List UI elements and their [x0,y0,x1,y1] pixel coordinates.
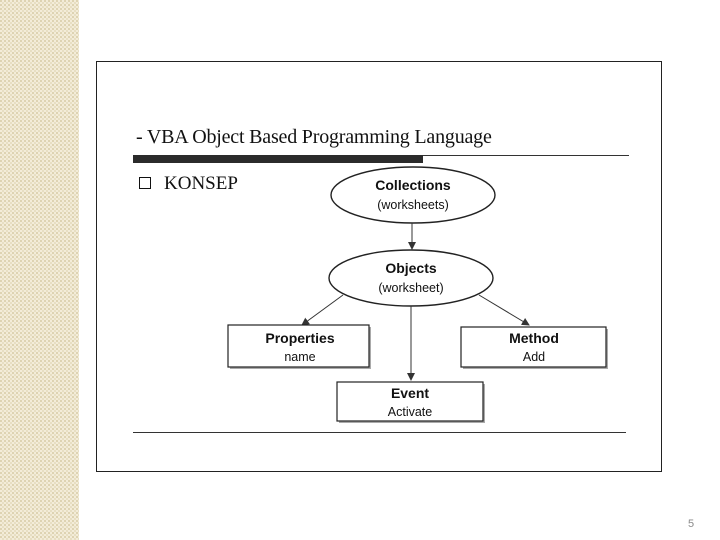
page-number: 5 [688,518,695,530]
collections-node: Collections (worksheets) [330,166,496,224]
heading-underline-thick [133,155,423,163]
event-node: Event Activate [336,381,485,423]
square-bullet-icon [139,177,151,189]
bottom-rule [133,432,626,433]
properties-title: Properties [265,330,334,346]
event-subtitle: Activate [388,405,433,419]
heading-underline-thin [423,155,629,156]
method-node: Method Add [460,326,608,369]
properties-subtitle: name [284,350,315,364]
objects-subtitle: (worksheet) [378,281,443,295]
collections-title: Collections [375,177,451,193]
event-title: Event [391,385,429,401]
slide-heading: - VBA Object Based Programming Language [136,126,492,148]
objects-title: Objects [385,260,437,276]
properties-node: Properties name [227,324,371,369]
method-title: Method [509,330,559,346]
arrow-objects-to-method [478,294,530,326]
method-subtitle: Add [523,350,545,364]
collections-subtitle: (worksheets) [377,198,449,212]
decorative-side-strip [0,0,79,540]
bullet-label: KONSEP [164,173,238,194]
objects-node: Objects (worksheet) [328,249,494,307]
arrow-objects-to-properties [301,294,344,326]
